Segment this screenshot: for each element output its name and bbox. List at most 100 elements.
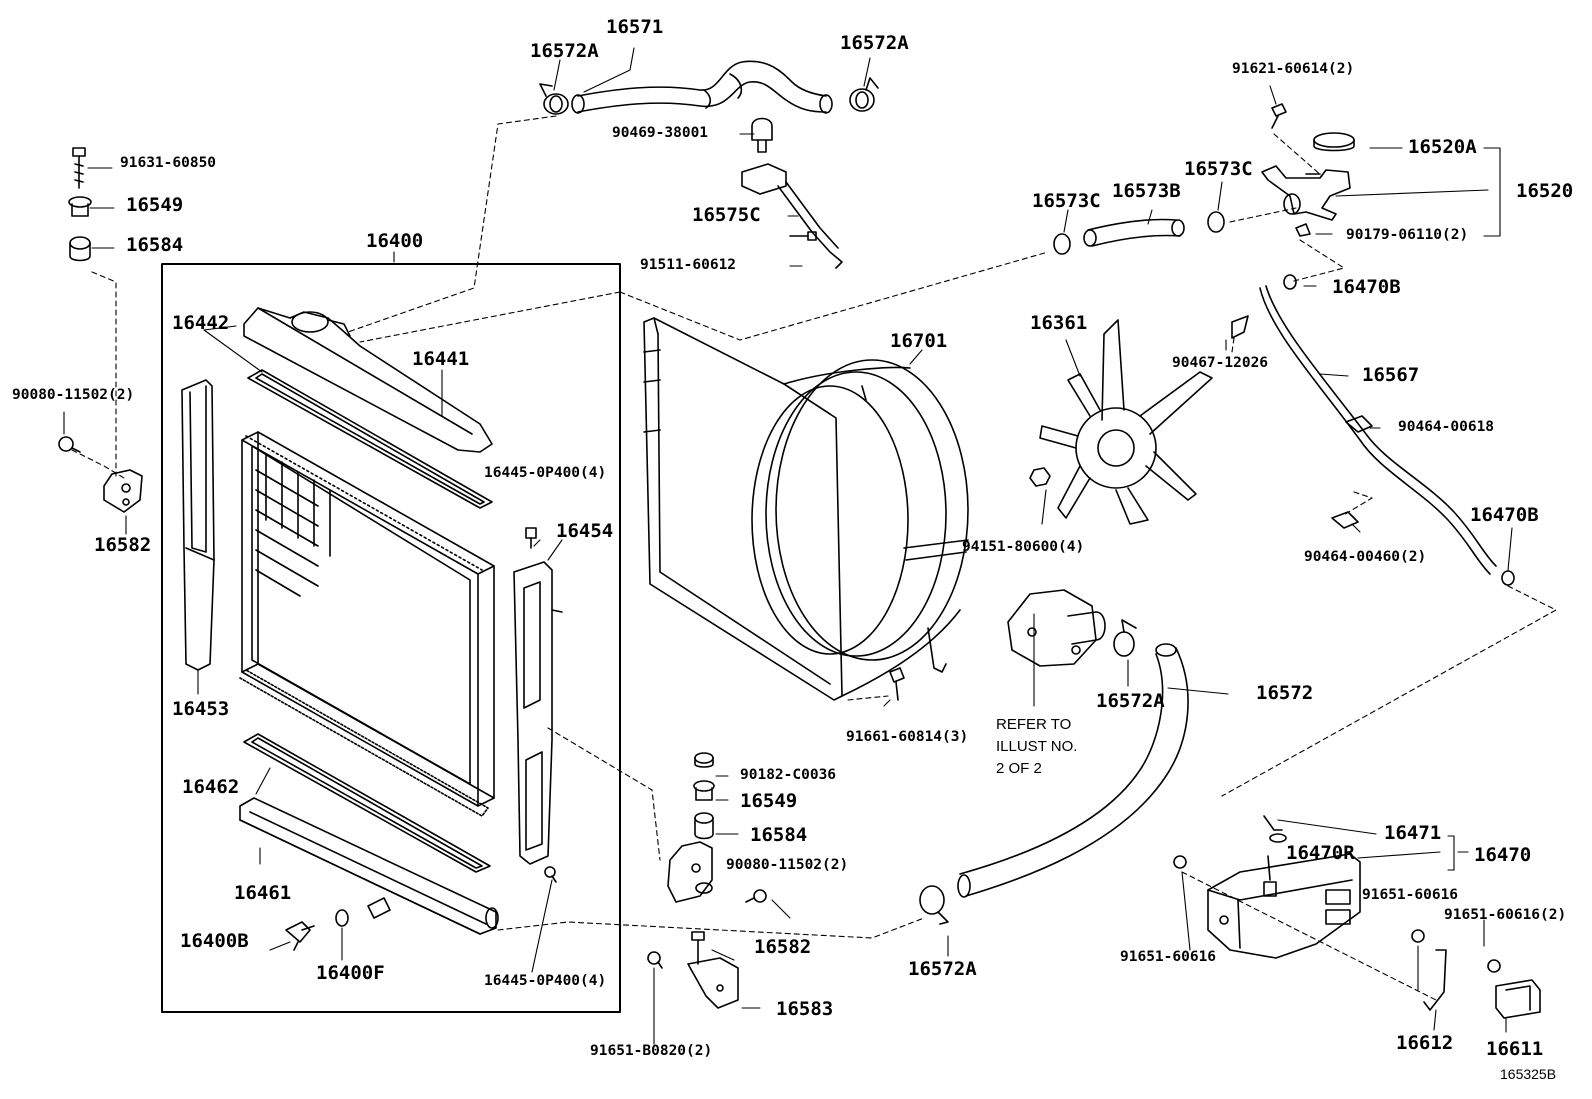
label-16445-0P400-lower: 16445-0P400(4) bbox=[484, 973, 607, 989]
label-90469-38001: 90469-38001 bbox=[612, 125, 709, 141]
label-90467-12026: 90467-12026 bbox=[1172, 355, 1269, 371]
label-16441: 16441 bbox=[412, 348, 470, 370]
label-16611: 16611 bbox=[1486, 1038, 1544, 1060]
bracket-16583 bbox=[687, 931, 739, 1009]
clamp-16572A-mid bbox=[1113, 619, 1137, 657]
o-ring-16400F bbox=[335, 909, 349, 927]
label-16573B: 16573B bbox=[1112, 180, 1181, 202]
bolt-16445-upper bbox=[525, 527, 537, 549]
upper-hose-16571 bbox=[571, 60, 833, 114]
label-16583: 16583 bbox=[776, 998, 834, 1020]
collar-16549-top bbox=[68, 196, 92, 217]
clip-90464-00460 bbox=[1331, 511, 1359, 529]
reservoir-tank-16470 bbox=[1207, 853, 1361, 959]
label-16520A: 16520A bbox=[1408, 136, 1477, 158]
label-16584-mid: 16584 bbox=[750, 824, 808, 846]
label-16470R: 16470R bbox=[1286, 842, 1355, 864]
label-16572: 16572 bbox=[1256, 682, 1314, 704]
radiator-core bbox=[239, 431, 495, 817]
label-16400B: 16400B bbox=[180, 930, 249, 952]
bracket-16582-left bbox=[103, 469, 143, 513]
bolt-91511 bbox=[789, 231, 817, 241]
lower-hose-16572 bbox=[957, 643, 1189, 898]
refer-note: REFER TO ILLUST NO. 2 OF 2 bbox=[996, 716, 1078, 777]
label-16573C-right: 16573C bbox=[1184, 158, 1253, 180]
label-16462: 16462 bbox=[182, 776, 240, 798]
clip-90467 bbox=[1231, 315, 1249, 339]
label-16584-top: 16584 bbox=[126, 234, 184, 256]
label-91661-60814: 91661-60814(3) bbox=[846, 729, 969, 745]
bolt-91621 bbox=[1271, 103, 1287, 129]
label-16572A-top-right: 16572A bbox=[840, 32, 909, 54]
lower-tank-16461 bbox=[239, 797, 499, 935]
label-16470B-top: 16470B bbox=[1332, 276, 1401, 298]
clip-90469 bbox=[751, 117, 773, 153]
label-16470: 16470 bbox=[1474, 844, 1532, 866]
label-91651-B0820: 91651-B0820(2) bbox=[590, 1043, 713, 1059]
screw-90179 bbox=[1295, 223, 1311, 237]
right-support-16454 bbox=[513, 561, 563, 865]
clamp-16470B-right bbox=[1501, 570, 1515, 586]
leader-lines bbox=[63, 47, 1513, 1045]
radiator-assembly-frame bbox=[161, 263, 621, 1013]
bolt-90080-left bbox=[58, 436, 81, 453]
nut-94151 bbox=[1029, 467, 1051, 487]
collar-16549-mid bbox=[693, 780, 715, 801]
label-90464-00618: 90464-00618 bbox=[1398, 419, 1495, 435]
label-16582-mid: 16582 bbox=[754, 936, 812, 958]
label-16573C-left: 16573C bbox=[1032, 190, 1101, 212]
left-support-16453 bbox=[181, 379, 215, 671]
label-16567: 16567 bbox=[1362, 364, 1420, 386]
cap-16520A bbox=[1313, 132, 1355, 152]
label-16470B-right: 16470B bbox=[1470, 504, 1539, 526]
clamp-16470B-top bbox=[1283, 274, 1297, 290]
label-91651-60616-b: 91651-60616(2) bbox=[1444, 907, 1567, 923]
label-91651-60616-left: 91651-60616 bbox=[1120, 949, 1217, 965]
lower-gasket-16462 bbox=[243, 733, 491, 873]
bolt-91651-b bbox=[1487, 959, 1501, 973]
overflow-hose-16567 bbox=[1259, 285, 1497, 575]
bracket-16582-mid bbox=[667, 841, 713, 903]
clamp-16572A-top-right bbox=[849, 77, 879, 112]
bracket-16612 bbox=[1423, 949, 1447, 1011]
upper-tank-16441 bbox=[243, 307, 493, 453]
fan-16361 bbox=[1039, 319, 1213, 525]
label-91631-60850: 91631-60850 bbox=[120, 155, 217, 171]
label-91621-60614: 91621-60614(2) bbox=[1232, 61, 1355, 77]
label-16454: 16454 bbox=[556, 520, 614, 542]
pipe-16471 bbox=[1263, 815, 1287, 843]
label-16571: 16571 bbox=[606, 16, 664, 38]
label-16582-left: 16582 bbox=[94, 534, 152, 556]
bracket-16611 bbox=[1495, 979, 1541, 1019]
upper-gasket-16442 bbox=[247, 369, 493, 509]
bolt-90080-mid bbox=[745, 889, 767, 903]
nut-90182 bbox=[694, 752, 714, 768]
label-16572A-top-left: 16572A bbox=[530, 40, 599, 62]
label-16400: 16400 bbox=[366, 230, 424, 252]
label-16400F: 16400F bbox=[316, 962, 385, 984]
bolt-91631 bbox=[72, 147, 86, 189]
label-91511-60612: 91511-60612 bbox=[640, 257, 737, 273]
label-16520: 16520 bbox=[1516, 180, 1574, 202]
bolt-16445-lower bbox=[544, 866, 557, 883]
cushion-16584-top bbox=[69, 236, 91, 262]
label-16461: 16461 bbox=[234, 882, 292, 904]
label-16612: 16612 bbox=[1396, 1032, 1454, 1054]
label-16471: 16471 bbox=[1384, 822, 1442, 844]
label-90179-06110: 90179-06110(2) bbox=[1346, 227, 1469, 243]
label-16361: 16361 bbox=[1030, 312, 1088, 334]
label-16575C: 16575C bbox=[692, 204, 761, 226]
label-90464-00460: 90464-00460(2) bbox=[1304, 549, 1427, 565]
label-91651-60616-a: 91651-60616 bbox=[1362, 887, 1459, 903]
label-16442: 16442 bbox=[172, 312, 230, 334]
label-16453: 16453 bbox=[172, 698, 230, 720]
clamp-16573C-left bbox=[1053, 233, 1071, 255]
filler-neck-16520 bbox=[1261, 165, 1351, 221]
hose-16573B bbox=[1083, 218, 1185, 247]
lower-outlet bbox=[367, 897, 391, 919]
clamp-16573C-right bbox=[1207, 211, 1225, 233]
label-16549-top: 16549 bbox=[126, 194, 184, 216]
label-90080-11502-left: 90080-11502(2) bbox=[12, 387, 135, 403]
